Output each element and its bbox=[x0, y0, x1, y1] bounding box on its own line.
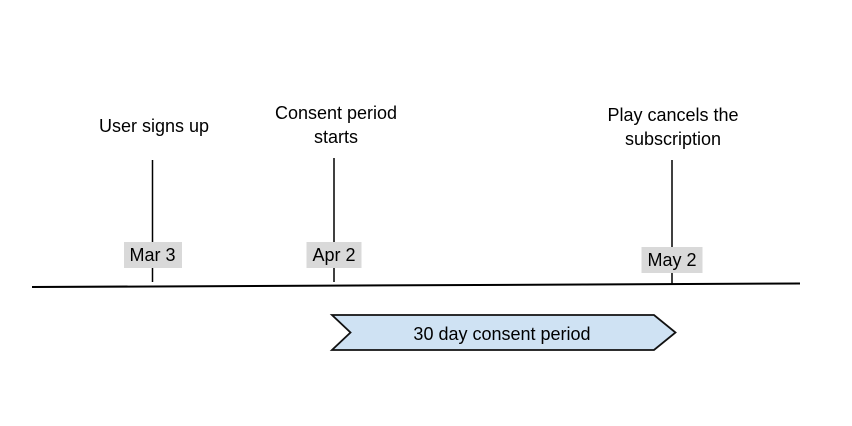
date-badge-mar-3: Mar 3 bbox=[123, 242, 182, 268]
date-badge-may-2: May 2 bbox=[641, 247, 703, 273]
date-badge-apr-2: Apr 2 bbox=[306, 242, 362, 268]
event-title-play-cancels-subscription: Play cancels the subscription bbox=[607, 105, 739, 149]
consent-period-label: 30 day consent period bbox=[413, 324, 591, 344]
event-title-consent-period-starts: Consent period starts bbox=[274, 103, 398, 147]
event-title-user-signs-up: User signs up bbox=[98, 116, 210, 136]
consent-period-chevron-banner bbox=[329, 314, 677, 351]
timeline-axis-line bbox=[31, 282, 801, 288]
